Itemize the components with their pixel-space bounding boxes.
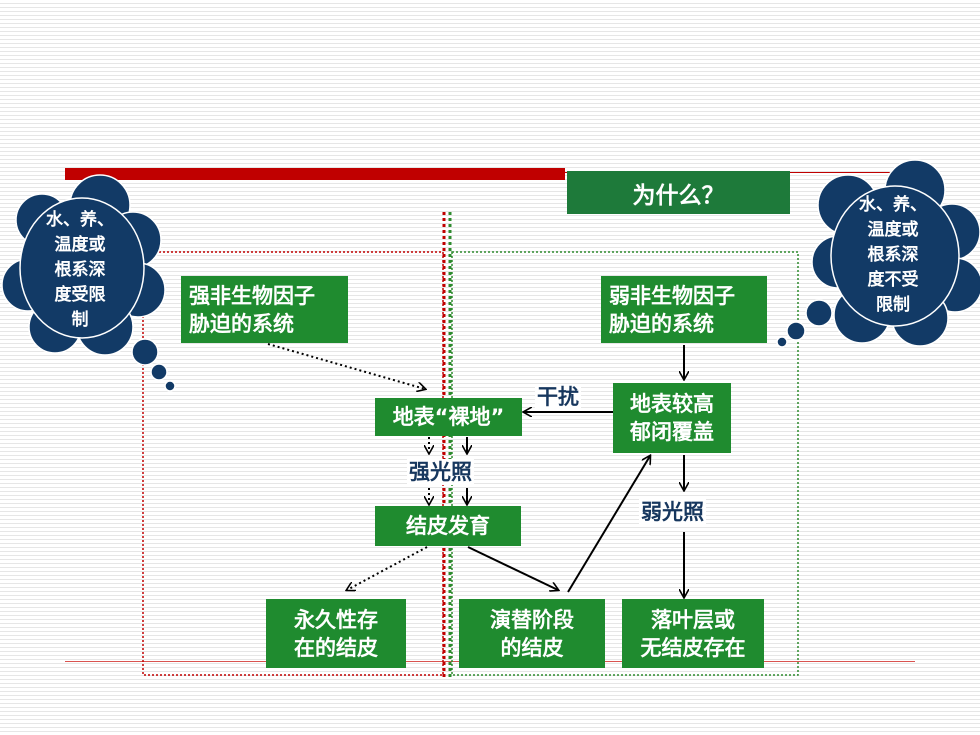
weak-stress-box: 弱非生物因子 胁迫的系统 [601,276,767,343]
arrow-crust-to-permanent [347,546,428,590]
permanent-crust-box: 永久性存 在的结皮 [266,599,406,668]
disturbance-label: 干扰 [535,384,581,410]
arrow-strong-to-bare [267,343,425,389]
succession-crust-box: 演替阶段 的结皮 [459,599,605,668]
title-banner: 为什么？ [567,171,790,214]
high-cover-box: 地表较高 郁闭覆盖 [613,383,731,453]
strong-light-label: 强光照 [407,459,474,485]
crust-development-box: 结皮发育 [375,506,521,546]
left-region-frame [142,251,444,676]
left-cloud-text: 水、养、 温度或 根系深 度受限 制 [46,210,114,330]
litter-layer-box: 落叶层或 无结皮存在 [622,599,764,668]
right-region-frame [451,251,799,676]
left-thought-cloud [1,174,176,392]
weak-light-label: 弱光照 [639,499,706,525]
right-thought-cloud [776,159,980,348]
bare-ground-box: 地表“裸地” [375,398,522,436]
red-header-bar [65,168,565,180]
right-cloud-text: 水、养、 温度或 根系深 度不受 限制 [859,195,927,315]
arrow-crust-to-succession [467,546,558,590]
arrow-succession-to-cover [567,456,650,593]
strong-stress-box: 强非生物因子 胁迫的系统 [181,276,348,343]
